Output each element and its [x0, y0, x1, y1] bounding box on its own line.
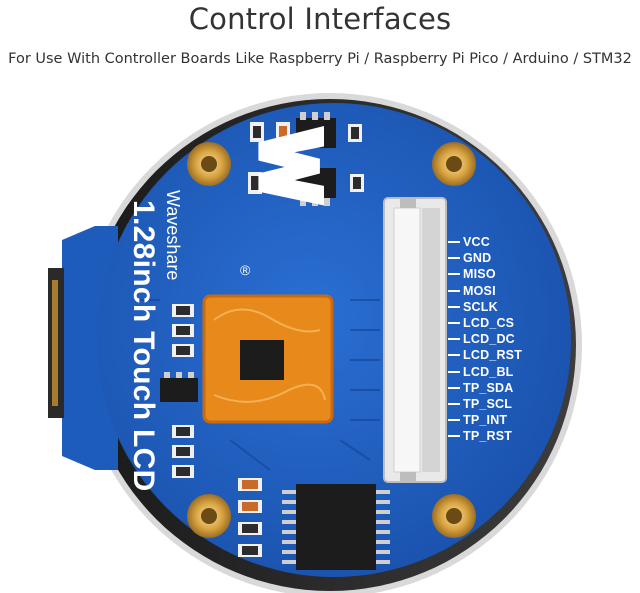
page-subtitle: For Use With Controller Boards Like Rasp…: [8, 51, 632, 67]
pin-label-tp-int: TP_INT: [463, 412, 553, 428]
pcb-traces: [140, 299, 380, 471]
mounting-hole: [187, 142, 476, 538]
left-components: [160, 304, 198, 478]
pin-label-lcd-rst: LCD_RST: [463, 347, 553, 363]
pin-labels: VCC GND MISO MOSI SCLK LCD_CS LCD_DC LCD…: [463, 234, 553, 444]
pin-label-lcd-dc: LCD_DC: [463, 331, 553, 347]
pin-label-sclk: SCLK: [463, 299, 553, 315]
bottom-components: [238, 478, 390, 570]
pin-label-vcc: VCC: [463, 234, 553, 250]
pin-label-tp-sda: TP_SDA: [463, 380, 553, 396]
page-title: Control Interfaces: [188, 2, 452, 36]
pin-label-lcd-cs: LCD_CS: [463, 315, 553, 331]
pcb-board: [97, 103, 571, 577]
pin-label-gnd: GND: [463, 250, 553, 266]
fpc-connector: [383, 197, 447, 483]
pin-label-tp-rst: TP_RST: [463, 428, 553, 444]
product-label: 1.28inch Touch LCD: [127, 200, 160, 492]
waveshare-logo: [258, 125, 325, 206]
brand-label: Waveshare: [163, 190, 183, 281]
registered-mark: ®: [240, 262, 251, 278]
pin-label-lcd-bl: LCD_BL: [463, 364, 553, 380]
pin-label-miso: MISO: [463, 266, 553, 282]
pin-label-tp-scl: TP_SCL: [463, 396, 553, 412]
touch-controller-chip: [202, 294, 334, 424]
pin-label-mosi: MOSI: [463, 283, 553, 299]
